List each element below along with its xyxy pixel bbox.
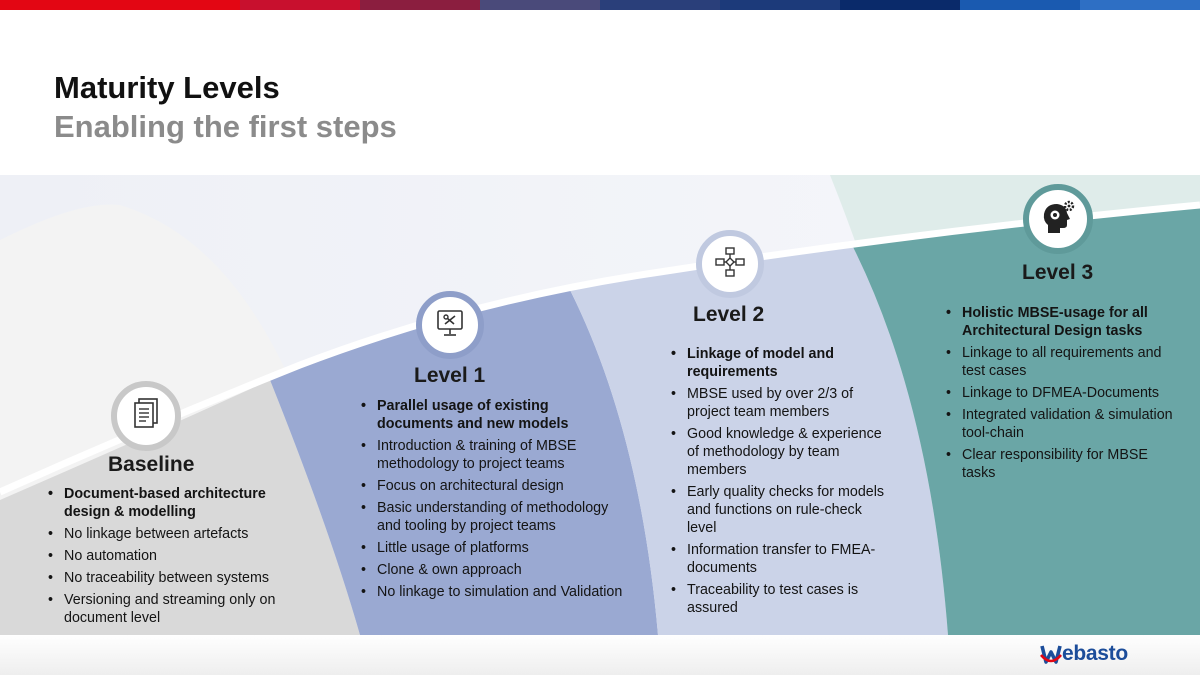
stripe-segment	[960, 0, 1080, 10]
bullet-item: Clear responsibility for MBSE tasks	[944, 446, 1182, 482]
monitor-tools-icon	[435, 308, 465, 343]
stripe-segment	[840, 0, 960, 10]
level3-bullet-list: Holistic MBSE-usage for all Architectura…	[944, 304, 1182, 486]
bullet-item: Linkage to DFMEA-Documents	[944, 384, 1182, 402]
bullet-item: Holistic MBSE-usage for all Architectura…	[944, 304, 1182, 340]
stripe-segment	[480, 0, 600, 10]
bullet-item: Parallel usage of existing documents and…	[359, 397, 627, 433]
documents-icon	[131, 397, 161, 436]
bullet-item: Traceability to test cases is assured	[669, 581, 894, 617]
baseline-icon-circle	[111, 381, 181, 451]
bullet-item: No linkage between artefacts	[46, 525, 301, 543]
baseline-bullet-list: Document-based architecture design & mod…	[46, 485, 301, 631]
head-gears-icon	[1040, 199, 1076, 240]
webasto-logo: ebasto	[1040, 642, 1128, 666]
bullet-item: Good knowledge & experience of methodolo…	[669, 425, 894, 479]
bullet-item: MBSE used by over 2/3 of project team me…	[669, 385, 894, 421]
top-color-stripe	[0, 0, 1200, 10]
level1-bullet-list: Parallel usage of existing documents and…	[359, 397, 627, 605]
bullet-item: Focus on architectural design	[359, 477, 627, 495]
webasto-w-mark	[1040, 645, 1062, 664]
bullet-item: Linkage to all requirements and test cas…	[944, 344, 1182, 380]
page-subtitle: Enabling the first steps	[54, 109, 397, 144]
stripe-segment	[240, 0, 360, 10]
stripe-segment	[1080, 0, 1200, 10]
level2-title: Level 2	[693, 303, 765, 326]
stripe-segment	[360, 0, 480, 10]
stripe-segment	[720, 0, 840, 10]
footer-strip	[0, 635, 1200, 675]
level2-bullet-list: Linkage of model and requirementsMBSE us…	[669, 345, 894, 621]
bullet-item: Document-based architecture design & mod…	[46, 485, 301, 521]
level1-title: Level 1	[414, 364, 486, 387]
bullet-item: Basic understanding of methodology and t…	[359, 499, 627, 535]
page-title: Maturity Levels	[54, 70, 280, 105]
bullet-item: Little usage of platforms	[359, 539, 627, 557]
logo-text: ebasto	[1062, 642, 1128, 665]
bullet-item: Versioning and streaming only on documen…	[46, 591, 301, 627]
bullet-item: Integrated validation & simulation tool-…	[944, 406, 1182, 442]
bullet-item: Early quality checks for models and func…	[669, 483, 894, 537]
bullet-item: No automation	[46, 547, 301, 565]
bullet-item: No linkage to simulation and Validation	[359, 583, 627, 601]
level2-icon-circle	[696, 230, 764, 298]
stripe-segment	[600, 0, 720, 10]
bullet-item: No traceability between systems	[46, 569, 301, 587]
level3-icon-circle	[1023, 184, 1093, 254]
baseline-title: Baseline	[108, 453, 195, 476]
bullet-item: Introduction & training of MBSE methodol…	[359, 437, 627, 473]
level1-icon-circle	[416, 291, 484, 359]
bullet-item: Information transfer to FMEA-documents	[669, 541, 894, 577]
flowchart-icon	[714, 246, 746, 283]
bullet-item: Clone & own approach	[359, 561, 627, 579]
bullet-item: Linkage of model and requirements	[669, 345, 894, 381]
stripe-segment	[120, 0, 240, 10]
level3-title: Level 3	[1022, 261, 1094, 284]
stripe-segment	[0, 0, 120, 10]
